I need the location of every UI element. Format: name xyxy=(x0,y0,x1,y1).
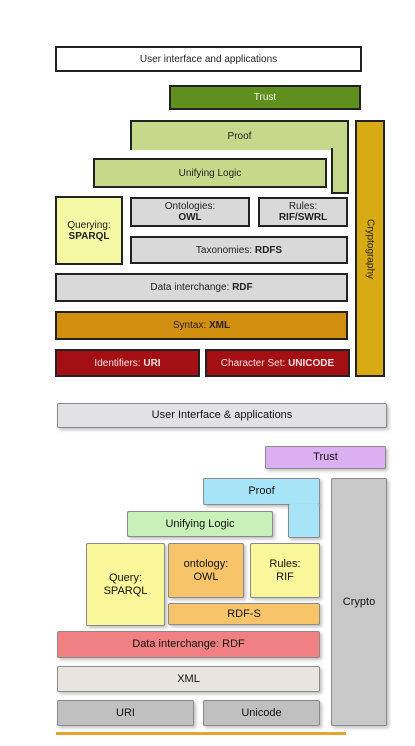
layer-identifiers-uri: URI xyxy=(143,357,161,369)
layer-proof-2-label: Proof xyxy=(248,485,275,498)
layer-unifying-logic-label: Unifying Logic xyxy=(178,167,242,179)
layer-cryptography-label: Cryptography xyxy=(364,218,376,279)
layer-data-interchange-2-label: Data interchange: RDF xyxy=(132,638,245,651)
layer-proof-2: Proof xyxy=(203,478,320,505)
layer-ontology-2: ontology: OWL xyxy=(168,543,244,598)
layer-data-interchange-rdf: RDF xyxy=(232,282,253,293)
layer-trust-2-label: Trust xyxy=(313,451,338,464)
layer-trust-2: Trust xyxy=(265,446,386,469)
layer-data-interchange: Data interchange: RDF xyxy=(55,273,348,302)
layer-querying: Querying: SPARQL xyxy=(55,196,123,265)
layer-querying-label: Querying: xyxy=(67,219,111,231)
layer-character-set-label: Character Set: xyxy=(220,357,289,369)
layer-unifying-logic: Unifying Logic xyxy=(93,158,327,188)
layer-unicode-2-label: Unicode xyxy=(241,706,282,719)
layer-rules-label: Rules: xyxy=(288,201,318,212)
layer-ontology-2-label: ontology: xyxy=(183,558,229,571)
layer-syntax-xml: XML xyxy=(209,320,231,331)
layer-character-set-unicode: UNICODE xyxy=(288,357,335,369)
layer-query-2: Query: SPARQL xyxy=(86,543,165,626)
layer-taxonomies-rdfs: RDFS xyxy=(254,244,283,256)
layer-syntax: Syntax: XML xyxy=(55,311,348,340)
layer-proof-label: Proof xyxy=(227,130,252,142)
layer-xml-2-label: XML xyxy=(177,672,200,685)
layer-character-set-text: Character Set: UNICODE xyxy=(221,358,334,369)
layer-querying-sparql: SPARQL xyxy=(68,230,110,242)
layer-rules-2-label: Rules: xyxy=(269,558,301,571)
layer-ontologies-label: Ontologies: xyxy=(164,201,216,212)
layer-taxonomies-label: Taxonomies: xyxy=(195,244,255,256)
layer-xml-2: XML xyxy=(57,666,320,692)
layer-unicode-2: Unicode xyxy=(203,700,320,726)
layer-data-interchange-text: Data interchange: RDF xyxy=(150,282,252,293)
layer-unifying-logic-2: Unifying Logic xyxy=(127,511,273,537)
layer-rules-2: Rules: RIF xyxy=(250,543,320,598)
layer-cryptography: Cryptography xyxy=(355,120,385,377)
layer-crypto-2: Crypto xyxy=(331,478,387,726)
layer-identifiers: Identifiers: URI xyxy=(55,349,200,377)
layer-trust-label: Trust xyxy=(253,92,277,103)
layer-user-interface: User interface and applications xyxy=(55,46,362,72)
layer-proof-extension xyxy=(331,148,349,194)
layer-ontologies: Ontologies: OWL xyxy=(130,197,250,227)
layer-taxonomies: Taxonomies: RDFS xyxy=(130,236,348,264)
layer-syntax-label: Syntax: xyxy=(172,320,210,331)
layer-rules: Rules: RIF/SWRL xyxy=(258,197,348,227)
layer-taxonomies-text: Taxonomies: RDFS xyxy=(196,245,282,256)
layer-ontologies-owl: OWL xyxy=(178,212,202,223)
layer-ontology-2-owl: OWL xyxy=(193,570,219,583)
layer-rdfs-2-label: RDF-S xyxy=(227,607,261,620)
layer-proof: Proof xyxy=(130,120,349,150)
layer-user-interface-2-label: User Interface & applications xyxy=(151,409,293,422)
slide-bottom-rule xyxy=(56,732,346,735)
layer-data-interchange-2: Data interchange: RDF xyxy=(57,631,320,658)
layer-identifiers-label: Identifiers: xyxy=(94,357,144,369)
layer-rules-rif-swrl: RIF/SWRL xyxy=(278,212,328,223)
layer-rules-2-rif: RIF xyxy=(276,570,294,583)
layer-crypto-2-label: Crypto xyxy=(342,595,376,608)
layer-user-interface-2: User Interface & applications xyxy=(57,403,387,428)
layer-query-2-sparql: SPARQL xyxy=(103,584,148,597)
layer-trust: Trust xyxy=(169,85,361,110)
layer-data-interchange-label: Data interchange: xyxy=(150,282,233,293)
layer-query-2-label: Query: xyxy=(108,572,142,585)
layer-proof-2-extension xyxy=(288,504,320,538)
layer-user-interface-label: User interface and applications xyxy=(139,53,278,65)
layer-uri-2-label: URI xyxy=(116,706,135,719)
layer-syntax-text: Syntax: XML xyxy=(173,320,230,331)
layer-uri-2: URI xyxy=(57,700,194,726)
layer-rdfs-2: RDF-S xyxy=(168,603,320,625)
layer-character-set: Character Set: UNICODE xyxy=(205,349,350,377)
layer-identifiers-text: Identifiers: URI xyxy=(94,358,160,369)
layer-unifying-logic-2-label: Unifying Logic xyxy=(165,517,235,530)
